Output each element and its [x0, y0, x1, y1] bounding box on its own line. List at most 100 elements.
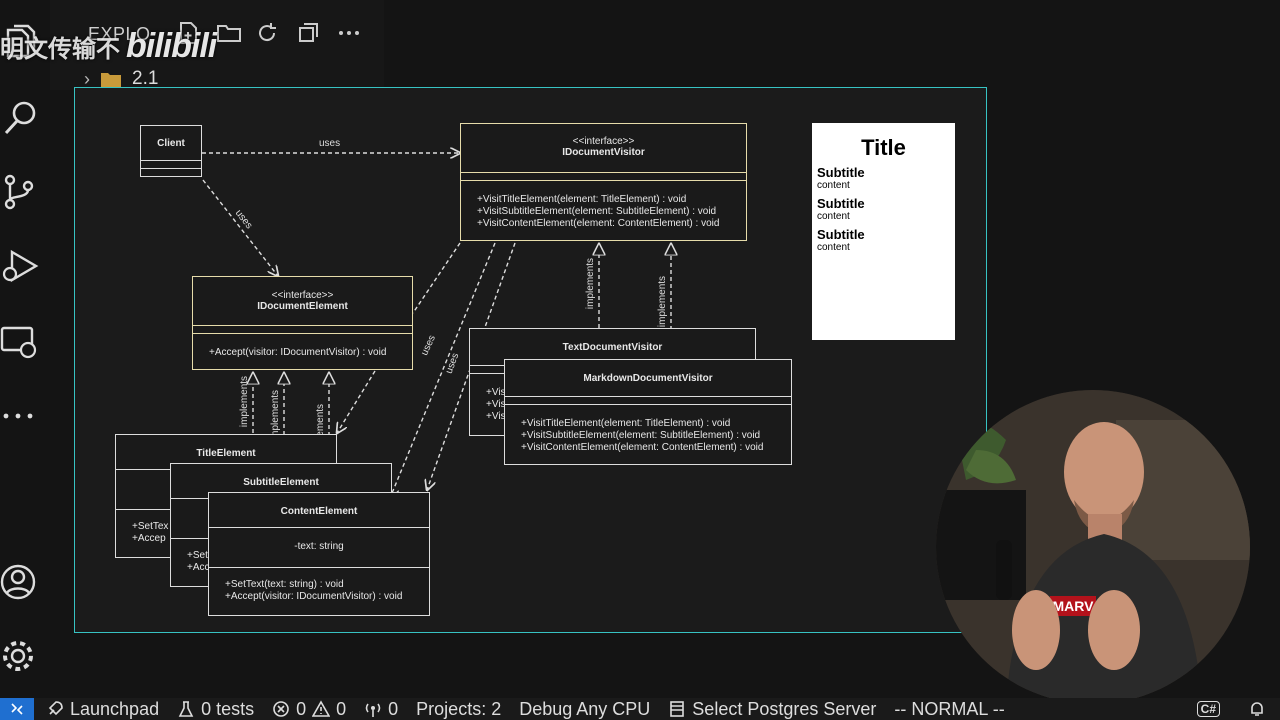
folder-icon: [101, 73, 121, 87]
method-line: +SetTex: [132, 521, 169, 532]
folder-label: 2.1: [132, 68, 159, 89]
source-control-icon[interactable]: [0, 170, 44, 214]
class-name: TextDocumentVisitor: [562, 342, 663, 353]
warning-icon: [312, 700, 331, 717]
uses-connector-client-element: [202, 179, 278, 276]
method-line: +VisitTitleElement(element: TitleElement…: [477, 194, 687, 205]
remote-icon: [11, 703, 23, 715]
csharp-language-badge[interactable]: C#: [1196, 701, 1220, 717]
visitor-element-link: [412, 242, 461, 314]
uml-class-client[interactable]: Client: [140, 125, 202, 177]
postgres-server-item[interactable]: Select Postgres Server: [668, 699, 876, 720]
uml-class-content-element[interactable]: ContentElement -text: string +SetText(te…: [208, 492, 430, 616]
ports-count: 0: [388, 698, 399, 719]
status-bar: Launchpad 0 tests 0 0 0 Projects: 2 Debu…: [0, 698, 1280, 720]
preview-content: content: [817, 180, 850, 191]
implements-label: implements: [585, 257, 597, 310]
method-line: +VisitTitleElement(element: TitleElement…: [521, 418, 731, 429]
field-line: -text: string: [294, 541, 344, 552]
debug-config-item[interactable]: Debug Any CPU: [519, 699, 650, 720]
refresh-icon[interactable]: [254, 20, 280, 46]
uml-class-markdown-document-visitor[interactable]: MarkdownDocumentVisitor +VisitTitleEleme…: [504, 359, 792, 465]
watermark-text: 明文传输不: [0, 35, 120, 63]
warnings-count: 0: [336, 698, 347, 719]
class-name: ContentElement: [280, 506, 358, 517]
interface-name: IDocumentElement: [257, 301, 348, 312]
beaker-icon: [178, 701, 194, 717]
bell-icon[interactable]: [1248, 700, 1266, 718]
method-line: +VisitContentElement(element: ContentEle…: [521, 442, 764, 453]
projects-label: Projects: 2: [416, 698, 502, 719]
more-icon[interactable]: [0, 394, 44, 438]
method-line: +Visi: [486, 411, 508, 422]
projects-item[interactable]: Projects: 2: [416, 699, 501, 720]
postgres-server-label: Select Postgres Server: [692, 698, 877, 719]
vim-mode-label: -- NORMAL --: [894, 698, 1005, 719]
interface-name: IDocumentVisitor: [562, 147, 645, 158]
explorer-files-icon[interactable]: [0, 20, 44, 64]
preview-content: content: [817, 242, 850, 253]
preview-subtitle: Subtitle: [817, 165, 865, 180]
remote-indicator-button[interactable]: [0, 698, 34, 720]
stereotype-label: <<interface>>: [271, 290, 334, 301]
folder-tree-item[interactable]: › 2.1: [84, 66, 158, 92]
preview-subtitle: Subtitle: [817, 227, 865, 242]
watermark-logo: bilibili: [126, 26, 217, 65]
element-title-link: [337, 370, 376, 433]
explorer-sidebar: EXPLO › 2.1: [50, 0, 384, 90]
uses-connector-visitor-content: [427, 242, 516, 490]
preview-content: content: [817, 211, 850, 222]
launchpad-label: Launchpad: [70, 698, 160, 719]
implements-label: implements: [239, 375, 251, 428]
rocket-icon: [48, 701, 63, 716]
tests-item[interactable]: 0 tests: [177, 699, 254, 720]
chevron-right-icon: ›: [84, 68, 90, 89]
video-watermark: 明文传输不 bilibili: [0, 24, 217, 68]
activity-bar: [0, 0, 50, 698]
webcam-overlay: MARV: [936, 390, 1250, 704]
method-line: +VisitContentElement(element: ContentEle…: [477, 218, 720, 229]
gear-icon[interactable]: [0, 634, 44, 678]
class-name: MarkdownDocumentVisitor: [583, 373, 713, 384]
class-name: SubtitleElement: [243, 477, 319, 488]
shirt-text: MARV: [1053, 598, 1095, 614]
method-line: +SetText(text: string) : void: [225, 579, 344, 590]
problems-item[interactable]: 0 0: [272, 699, 346, 720]
uml-interface-idocument-element[interactable]: <<interface>> IDocumentElement +Accept(v…: [192, 276, 413, 370]
launchpad-item[interactable]: Launchpad: [46, 699, 159, 720]
uml-diagram-panel: uses uses uses uses implements implement…: [74, 87, 987, 633]
explorer-title: EXPLO: [88, 24, 151, 44]
errors-count: 0: [296, 698, 307, 719]
uml-interface-idocument-visitor[interactable]: <<interface>> IDocumentVisitor +VisitTit…: [460, 123, 747, 241]
class-name: TitleElement: [196, 448, 256, 459]
class-name: Client: [157, 138, 185, 149]
error-icon: [273, 701, 289, 717]
database-icon: [670, 701, 685, 717]
status-bar-right: C#: [1196, 698, 1266, 720]
new-file-icon[interactable]: [176, 20, 202, 46]
method-line: +Visi: [486, 387, 508, 398]
run-debug-icon[interactable]: [0, 244, 44, 288]
implements-label: implements: [657, 275, 669, 328]
ports-item[interactable]: 0: [364, 699, 398, 720]
uses-connector-visitor-subtitle: [390, 242, 496, 498]
remote-explorer-icon[interactable]: [0, 320, 44, 364]
new-folder-icon[interactable]: [216, 20, 242, 46]
collapse-all-icon[interactable]: [296, 20, 322, 46]
ellipsis-icon[interactable]: [336, 20, 362, 46]
method-line: +Visi: [486, 399, 508, 410]
presenter-video: MARV: [936, 390, 1250, 704]
method-line: +Set: [187, 550, 208, 561]
uses-label: uses: [319, 138, 341, 149]
tests-label: 0 tests: [201, 698, 255, 719]
method-line: +Accept(visitor: IDocumentVisitor) : voi…: [209, 347, 387, 358]
debug-config-label: Debug Any CPU: [519, 698, 651, 719]
search-icon[interactable]: [0, 96, 44, 140]
method-line: +VisitSubtitleElement(element: SubtitleE…: [477, 206, 717, 217]
method-line: +Accep: [132, 533, 166, 544]
account-icon[interactable]: [0, 560, 44, 604]
preview-subtitle: Subtitle: [817, 196, 865, 211]
method-line: +VisitSubtitleElement(element: SubtitleE…: [521, 430, 761, 441]
diagram-connectors: [202, 88, 986, 632]
stereotype-label: <<interface>>: [572, 136, 635, 147]
